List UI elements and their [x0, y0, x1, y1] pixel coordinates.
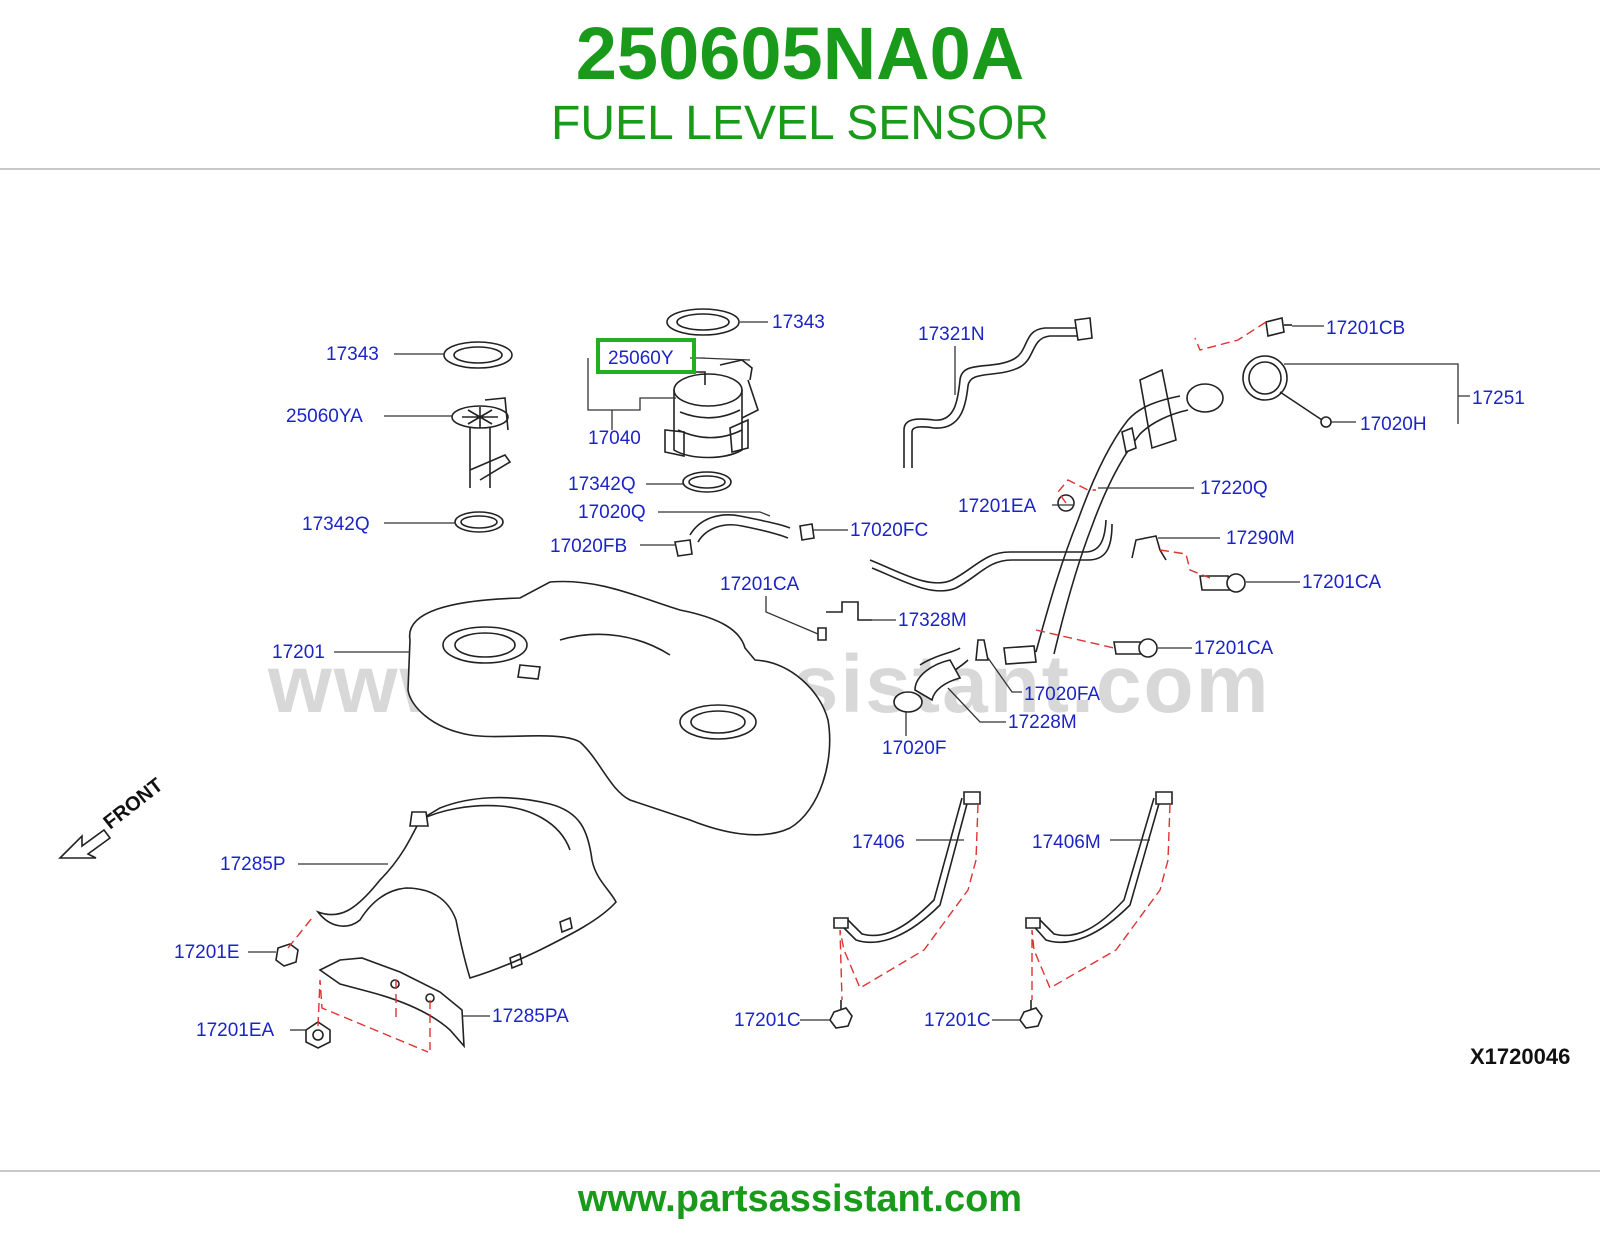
alignment-lines [287, 321, 1267, 1053]
filler-neck-part[interactable] [869, 368, 1224, 665]
tank-band-left-part[interactable] [833, 791, 981, 944]
label-17228M[interactable]: 17228M [1008, 712, 1077, 733]
highlight-box [596, 338, 696, 374]
clamp-17020F[interactable] [893, 691, 923, 713]
label-17020F[interactable]: 17020F [882, 738, 946, 759]
label-17201CA-low[interactable]: 17201CA [1194, 638, 1274, 659]
label-17285PA[interactable]: 17285PA [492, 1006, 569, 1027]
header-divider [0, 168, 1600, 170]
label-17201EA-bottom[interactable]: 17201EA [196, 1020, 275, 1041]
bolt-17201C-right[interactable] [1019, 1000, 1043, 1029]
bolt-17201C-left[interactable] [829, 1000, 853, 1029]
heat-shield-small-part[interactable] [318, 957, 465, 1049]
label-17020FB[interactable]: 17020FB [550, 536, 627, 557]
page-header: 250605NA0A FUEL LEVEL SENSOR [0, 0, 1600, 170]
heat-shield-part[interactable] [315, 796, 617, 979]
fuel-pump-assembly-part[interactable] [664, 308, 759, 493]
bracket-17290M[interactable] [1131, 535, 1167, 561]
clip-17020FA[interactable] [975, 639, 989, 661]
label-17406M[interactable]: 17406M [1032, 832, 1101, 853]
label-17290M[interactable]: 17290M [1226, 528, 1295, 549]
vent-tube-part[interactable] [903, 317, 1093, 468]
label-17201CB[interactable]: 17201CB [1326, 318, 1405, 339]
fuel-sender-unit-part[interactable] [443, 341, 513, 533]
hose-17228M[interactable] [914, 647, 969, 702]
label-17342Q-mid[interactable]: 17342Q [568, 474, 636, 495]
label-17321N[interactable]: 17321N [918, 324, 985, 345]
label-17201CA-mid[interactable]: 17201CA [720, 574, 800, 595]
label-17251[interactable]: 17251 [1472, 388, 1525, 409]
nut-17201E[interactable] [275, 943, 299, 967]
label-17201E[interactable]: 17201E [174, 942, 240, 963]
label-17040[interactable]: 17040 [588, 428, 641, 449]
label-17220Q[interactable]: 17220Q [1200, 478, 1268, 499]
label-17201C-left[interactable]: 17201C [734, 1010, 801, 1031]
label-17020FA[interactable]: 17020FA [1024, 684, 1100, 705]
front-arrow-icon [58, 828, 112, 859]
front-label: FRONT [100, 774, 168, 834]
tank-band-right-part[interactable] [1025, 791, 1173, 944]
label-17328M[interactable]: 17328M [898, 610, 967, 631]
footer-divider [0, 1170, 1600, 1172]
bolt-17201CB[interactable] [1265, 317, 1292, 337]
label-17201[interactable]: 17201 [272, 642, 325, 663]
label-17343-left[interactable]: 17343 [326, 344, 379, 365]
bracket-17328M[interactable] [817, 601, 872, 641]
label-17201CA-right[interactable]: 17201CA [1302, 572, 1382, 593]
footer-website-link[interactable]: www.partsassistant.com [577, 1178, 1023, 1220]
label-17285P[interactable]: 17285P [220, 854, 286, 875]
bolt-17201CA-right[interactable] [1199, 573, 1246, 593]
diagram-code: X1720046 [1470, 1044, 1570, 1069]
fuel-tank-part[interactable] [407, 580, 831, 836]
label-17343-top[interactable]: 17343 [772, 312, 825, 333]
label-17020Q[interactable]: 17020Q [578, 502, 646, 523]
part-name-subtitle: FUEL LEVEL SENSOR [551, 97, 1049, 150]
part-number-title: 250605NA0A [575, 12, 1025, 95]
bolt-17201CA-low[interactable] [1113, 638, 1158, 658]
leader-lines [248, 321, 1470, 1031]
fuel-hose-part[interactable] [674, 514, 815, 557]
label-17020FC[interactable]: 17020FC [850, 520, 928, 541]
label-17020H[interactable]: 17020H [1360, 414, 1427, 435]
label-17201EA-top[interactable]: 17201EA [958, 496, 1037, 517]
label-17342Q-left[interactable]: 17342Q [302, 514, 370, 535]
label-17201C-right[interactable]: 17201C [924, 1010, 991, 1031]
label-17406[interactable]: 17406 [852, 832, 905, 853]
fuel-cap-part[interactable] [1242, 355, 1332, 428]
label-25060Y[interactable]: 25060Y [608, 348, 674, 369]
label-25060YA[interactable]: 25060YA [286, 406, 363, 427]
